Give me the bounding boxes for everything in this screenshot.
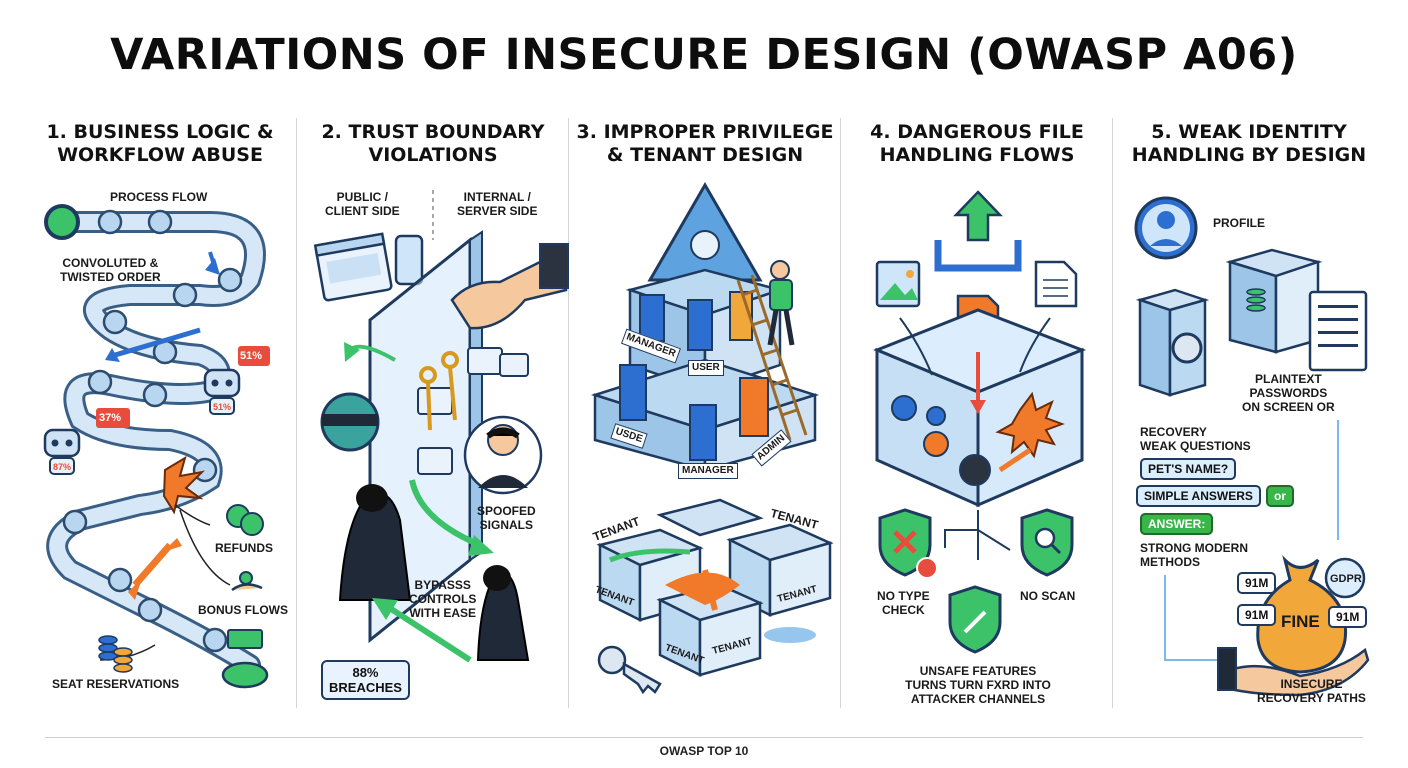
column-heading: 3. IMPROPER PRIVILEGE & TENANT DESIGN — [576, 121, 834, 166]
refunds-label: REFUNDS — [215, 541, 274, 555]
bypass-controls-label: BYPASSS CONTROLS WITH EASE — [409, 578, 477, 620]
fine-amount-chip: 91M — [1328, 606, 1368, 628]
unsafe-features-label: UNSAFE FEATURES TURNS TURN FXRD INTO ATT… — [905, 664, 1051, 706]
column-file-handling: 4. DANGEROUS FILE HANDLING FLOWS — [842, 115, 1112, 710]
page-title: VARIATIONS OF INSECURE DESIGN (OWASP A06… — [110, 30, 1298, 80]
profile-label: PROFILE — [1213, 216, 1266, 230]
answer-chip: ANSWER: — [1140, 513, 1214, 535]
strong-methods-label: STRONG MODERN METHODS — [1140, 541, 1248, 569]
column-divider — [840, 118, 841, 708]
bot-chip-label: 87% — [53, 462, 72, 472]
breaches-stat-badge: 88% BREACHES — [321, 660, 410, 700]
or-chip: or — [1266, 485, 1294, 507]
pets-name-chip: PET'S NAME? — [1140, 458, 1237, 480]
insecure-recovery-label: INSECURE RECOVERY PATHS — [1257, 677, 1366, 705]
seat-reservations-label: SEAT RESERVATIONS — [52, 677, 180, 691]
column-heading: 1. BUSINESS LOGIC & WORKFLOW ABUSE — [46, 121, 274, 166]
column-heading: 4. DANGEROUS FILE HANDLING FLOWS — [870, 121, 1084, 166]
bot-percent-bubble: 51% — [240, 350, 263, 362]
column-heading: 2. TRUST BOUNDARY VIOLATIONS — [321, 121, 545, 166]
column-divider — [568, 118, 569, 708]
column-privilege-tenant: 3. IMPROPER PRIVILEGE & TENANT DESIGN — [570, 115, 840, 710]
internal-side-label: INTERNAL / SERVER SIDE — [457, 190, 538, 218]
column-weak-identity: 5. WEAK IDENTITY HANDLING BY DESIGN — [1114, 115, 1384, 710]
column-trust-boundary: 2. TRUST BOUNDARY VIOLATIONS — [298, 115, 568, 710]
fine-amount-chip: 91M — [1237, 572, 1277, 594]
bot-percent-bubble: 37% — [99, 412, 122, 424]
column-heading: 5. WEAK IDENTITY HANDLING BY DESIGN — [1131, 121, 1367, 166]
column-business-logic: 1. BUSINESS LOGIC & WORKFLOW ABUSE — [25, 115, 295, 710]
process-flow-label: PROCESS FLOW — [110, 190, 208, 204]
column-divider — [296, 118, 297, 708]
role-tag-user: USER — [688, 360, 724, 376]
no-type-check-label: NO TYPE CHECK — [877, 589, 930, 617]
recovery-questions-label: RECOVERY WEAK QUESTIONS — [1140, 425, 1251, 453]
gdpr-seal-label: GDPR — [1330, 573, 1362, 585]
convoluted-label: CONVOLUTED & TWISTED ORDER — [60, 256, 161, 284]
public-side-label: PUBLIC / CLIENT SIDE — [325, 190, 400, 218]
bot-chip-label: 51% — [213, 402, 232, 412]
column-divider — [1112, 118, 1113, 708]
footer-divider — [45, 737, 1363, 738]
no-scan-label: NO SCAN — [1020, 589, 1076, 603]
role-tag-manager-b: MANAGER — [678, 463, 738, 479]
spoofed-signals-label: SPOOFED SIGNALS — [477, 504, 536, 532]
fine-bag-label: FINE — [1281, 612, 1320, 631]
plaintext-passwords-label: PLAINTEXT PASSWORDS ON SCREEN OR — [1242, 372, 1335, 414]
footer-caption: OWASP TOP 10 — [659, 744, 749, 758]
bonus-flows-label: BONUS FLOWS — [198, 603, 288, 617]
fine-amount-chip: 91M — [1237, 604, 1277, 626]
simple-answers-chip: SIMPLE ANSWERS — [1136, 485, 1261, 507]
